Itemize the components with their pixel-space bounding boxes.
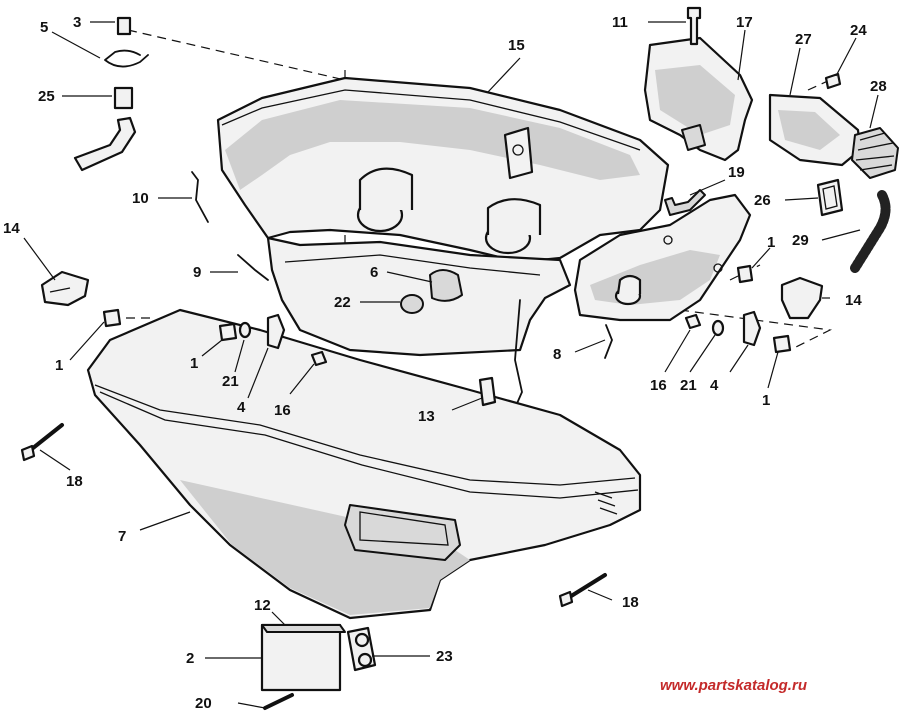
callout-6: 6 (370, 264, 378, 281)
callout-13: 13 (418, 408, 435, 425)
callout-17: 17 (736, 14, 753, 31)
callout-25: 25 (38, 88, 55, 105)
bolt-18b (566, 573, 607, 600)
callout-14-left: 14 (3, 220, 20, 237)
callout-20: 20 (195, 695, 212, 712)
hose (850, 190, 891, 273)
lever-4b (742, 310, 762, 347)
callout-4-a: 4 (237, 399, 246, 416)
callout-21-b: 21 (680, 377, 697, 394)
callout-28: 28 (870, 78, 887, 95)
callout-2: 2 (186, 650, 194, 667)
bushing-1b (218, 322, 238, 342)
right-bracket (573, 193, 752, 322)
callout-19: 19 (728, 164, 745, 181)
callout-8: 8 (553, 346, 561, 363)
plate (260, 623, 346, 692)
grommet (113, 86, 134, 110)
callout-labels: 3 5 25 10 9 14 1 1 21 4 16 18 7 6 22 13 … (3, 14, 887, 712)
latch-left (40, 270, 90, 307)
callout-14-right: 14 (845, 292, 862, 309)
spring-wire-9 (237, 254, 269, 281)
upper-cover-half (216, 76, 670, 264)
clip (664, 189, 706, 216)
callout-9: 9 (193, 264, 201, 281)
callout-1-b: 1 (190, 355, 198, 372)
intake-boot (851, 127, 899, 179)
spring-wire-10 (191, 171, 209, 223)
screw-16b (684, 313, 702, 330)
callout-22: 22 (334, 294, 351, 311)
watermark-text: www.partskatalog.ru (660, 677, 807, 694)
callout-15: 15 (508, 37, 525, 54)
callout-1-d: 1 (762, 392, 770, 409)
washer-21b (711, 319, 725, 337)
fitting (346, 626, 377, 672)
washer-22 (400, 294, 424, 314)
leader-lines (23, 21, 879, 709)
callout-1-c: 1 (767, 234, 775, 251)
callout-11: 11 (612, 14, 628, 31)
latch-right (780, 276, 824, 320)
callout-18-b: 18 (622, 594, 639, 611)
lower-cover-front (86, 308, 642, 620)
callout-27: 27 (795, 31, 812, 48)
bolt-18a (26, 423, 64, 454)
callout-5: 5 (40, 19, 48, 36)
callout-16-a: 16 (274, 402, 291, 419)
gasket (816, 178, 844, 217)
callout-16-b: 16 (650, 377, 667, 394)
bushing-1d (772, 334, 792, 354)
callout-12: 12 (254, 597, 271, 614)
spring-8 (604, 324, 613, 359)
bent-hose (73, 116, 137, 172)
callout-7: 7 (118, 528, 126, 545)
callout-4-b: 4 (710, 377, 719, 394)
bushing-1c (736, 264, 754, 284)
callout-18-a: 18 (66, 473, 83, 490)
clip-13 (478, 376, 497, 407)
callout-23: 23 (436, 648, 453, 665)
grommet-6 (429, 269, 463, 302)
small-screw (824, 72, 842, 90)
screw-16a (310, 350, 328, 367)
washer-21a (238, 321, 252, 339)
top-screw (116, 16, 132, 36)
callout-1-a: 1 (55, 357, 63, 374)
rear-bracket (643, 36, 754, 162)
callout-3: 3 (73, 14, 81, 31)
lever-4a (266, 313, 286, 350)
screw (686, 6, 702, 46)
callout-10: 10 (132, 190, 149, 207)
callout-29: 29 (792, 232, 809, 249)
callout-26: 26 (754, 192, 771, 209)
callout-21-a: 21 (222, 373, 239, 390)
clamp (104, 49, 149, 68)
bushing-1a (102, 308, 122, 328)
callout-24: 24 (850, 22, 867, 39)
intake-duct (768, 93, 862, 167)
screw-20 (263, 693, 294, 710)
